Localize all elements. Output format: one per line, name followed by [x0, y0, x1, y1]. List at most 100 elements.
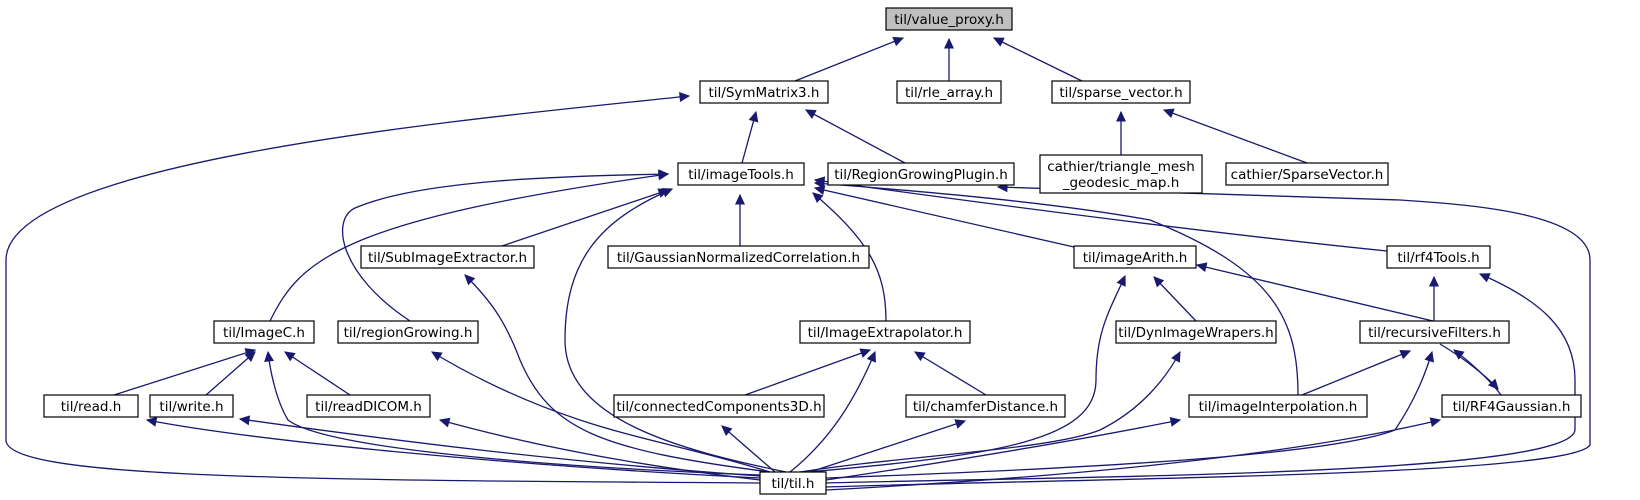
edge-line — [269, 173, 669, 322]
node-imagetools[interactable]: til/imageTools.h — [677, 162, 805, 186]
node-rf4gaussian[interactable]: til/RF4Gaussian.h — [1441, 394, 1582, 418]
edge-triangle_mesh-to-sparse_vector — [1116, 110, 1126, 155]
node-box — [1051, 80, 1191, 104]
node-label: _geodesic_map.h — [1062, 175, 1180, 191]
arrowhead — [992, 37, 1005, 47]
node-imagec[interactable]: til/ImageC.h — [213, 320, 315, 344]
edge-line — [812, 192, 887, 322]
node-recursivefilters[interactable]: til/recursiveFilters.h — [1359, 320, 1510, 344]
node-box — [1073, 245, 1197, 269]
edge-line — [1196, 264, 1434, 322]
node-subimageextractor[interactable]: til/SubImageExtractor.h — [360, 245, 535, 269]
arrowhead — [284, 351, 296, 362]
arrowhead — [1171, 350, 1181, 363]
arrowhead — [1162, 108, 1175, 118]
node-box — [677, 162, 805, 186]
node-sparse_vector[interactable]: til/sparse_vector.h — [1051, 80, 1191, 104]
node-label: til/SymMatrix3.h — [709, 85, 820, 101]
arrowhead — [679, 92, 691, 102]
node-box — [43, 394, 139, 418]
node-box — [1115, 320, 1277, 344]
node-imagearith[interactable]: til/imageArith.h — [1073, 245, 1197, 269]
node-label: til/value_proxy.h — [894, 12, 1004, 28]
edge-recursivefilters-to-rf4tools — [1429, 275, 1439, 321]
edge-line — [1439, 343, 1499, 390]
edge-til-to-recursivefilters — [825, 350, 1435, 479]
edge-line — [807, 275, 1126, 473]
edge-regiongrowingplugin-to-symmatrix3 — [804, 109, 906, 164]
node-box — [699, 80, 829, 104]
arrowhead — [892, 36, 905, 47]
node-sparsevector_cathier[interactable]: cathier/SparseVector.h — [1225, 162, 1389, 186]
node-label: til/imageInterpolation.h — [1199, 399, 1358, 415]
node-box — [759, 471, 827, 495]
node-box — [1225, 162, 1389, 186]
node-box — [885, 7, 1013, 31]
node-label: cathier/triangle_mesh — [1047, 159, 1195, 175]
node-rf4tools[interactable]: til/rf4Tools.h — [1386, 245, 1491, 269]
edge-dynimagewrapers-to-imagearith — [1153, 276, 1197, 322]
nodes-layer: til/value_proxy.h til/SymMatrix3.h til/rle… — [43, 7, 1582, 495]
arrowhead — [438, 417, 451, 428]
arrowhead — [1429, 275, 1439, 287]
node-box — [896, 80, 1002, 104]
edge-line — [814, 179, 1388, 252]
arrowhead — [804, 109, 817, 119]
edge-imageinterpolation-to-recursivefilters — [1301, 349, 1412, 396]
node-box — [360, 245, 535, 269]
arrowhead — [244, 351, 256, 363]
node-connectedcomponents3d[interactable]: til/connectedComponents3D.h — [613, 394, 825, 418]
node-imageextrapolator[interactable]: til/ImageExtrapolator.h — [799, 320, 971, 344]
node-write[interactable]: til/write.h — [149, 394, 234, 418]
node-box — [799, 320, 971, 344]
edge-til-to-imageextrapolator — [789, 350, 876, 473]
node-dynimagewrapers[interactable]: til/DynImageWrapers.h — [1115, 320, 1277, 344]
edge-line — [721, 425, 776, 473]
arrowhead — [859, 348, 872, 358]
node-box — [613, 394, 825, 418]
node-label: til/write.h — [159, 399, 223, 415]
node-box — [306, 394, 431, 418]
node-rle_array[interactable]: til/rle_array.h — [896, 80, 1002, 104]
node-label: til/GaussianNormalizedCorrelation.h — [617, 250, 860, 266]
node-gaussiannormcorr[interactable]: til/GaussianNormalizedCorrelation.h — [607, 245, 870, 269]
node-label: cathier/SparseVector.h — [1231, 167, 1384, 183]
arrowhead — [658, 169, 670, 180]
node-triangle_mesh[interactable]: cathier/triangle_mesh_geodesic_map.h — [1039, 154, 1203, 194]
arrowhead — [145, 416, 158, 427]
node-regiongrowing[interactable]: til/regionGrowing.h — [337, 320, 479, 344]
edge-til-to-imagearith — [807, 274, 1126, 473]
node-label: til/ImageExtrapolator.h — [808, 325, 963, 341]
node-symmatrix3[interactable]: til/SymMatrix3.h — [699, 80, 829, 104]
node-label: til/chamferDistance.h — [913, 399, 1058, 415]
edge-imagetools-to-symmatrix3 — [741, 110, 759, 164]
node-label: til/read.h — [61, 399, 122, 415]
node-label: til/til.h — [772, 476, 815, 492]
edge-line — [1163, 109, 1308, 164]
edge-line — [799, 351, 1181, 473]
node-regiongrowingplugin[interactable]: til/RegionGrowingPlugin.h — [827, 162, 1015, 186]
edge-rle_array-to-value_proxy — [944, 37, 954, 81]
node-value_proxy[interactable]: til/value_proxy.h — [885, 7, 1013, 31]
node-label: til/imageArith.h — [1083, 250, 1188, 266]
edge-line — [439, 419, 761, 481]
edge-line — [993, 37, 1083, 82]
arrowhead — [1478, 273, 1491, 283]
edge-line — [744, 349, 871, 396]
edge-recursivefilters-to-rf4gaussian — [1439, 343, 1499, 390]
edge-line — [794, 37, 904, 82]
arrowhead — [813, 185, 826, 195]
node-imageinterpolation[interactable]: til/imageInterpolation.h — [1188, 394, 1368, 418]
edge-line — [814, 187, 1075, 248]
node-til[interactable]: til/til.h — [759, 471, 827, 495]
arrowhead — [735, 193, 745, 205]
node-box — [213, 320, 315, 344]
node-box — [1039, 154, 1203, 194]
node-chamferdistance[interactable]: til/chamferDistance.h — [905, 394, 1066, 418]
node-readdicom[interactable]: til/readDICOM.h — [306, 394, 431, 418]
edge-read-to-imagec — [113, 348, 257, 396]
node-read[interactable]: til/read.h — [43, 394, 139, 418]
node-label: til/connectedComponents3D.h — [616, 399, 821, 415]
edge-line — [501, 189, 669, 247]
